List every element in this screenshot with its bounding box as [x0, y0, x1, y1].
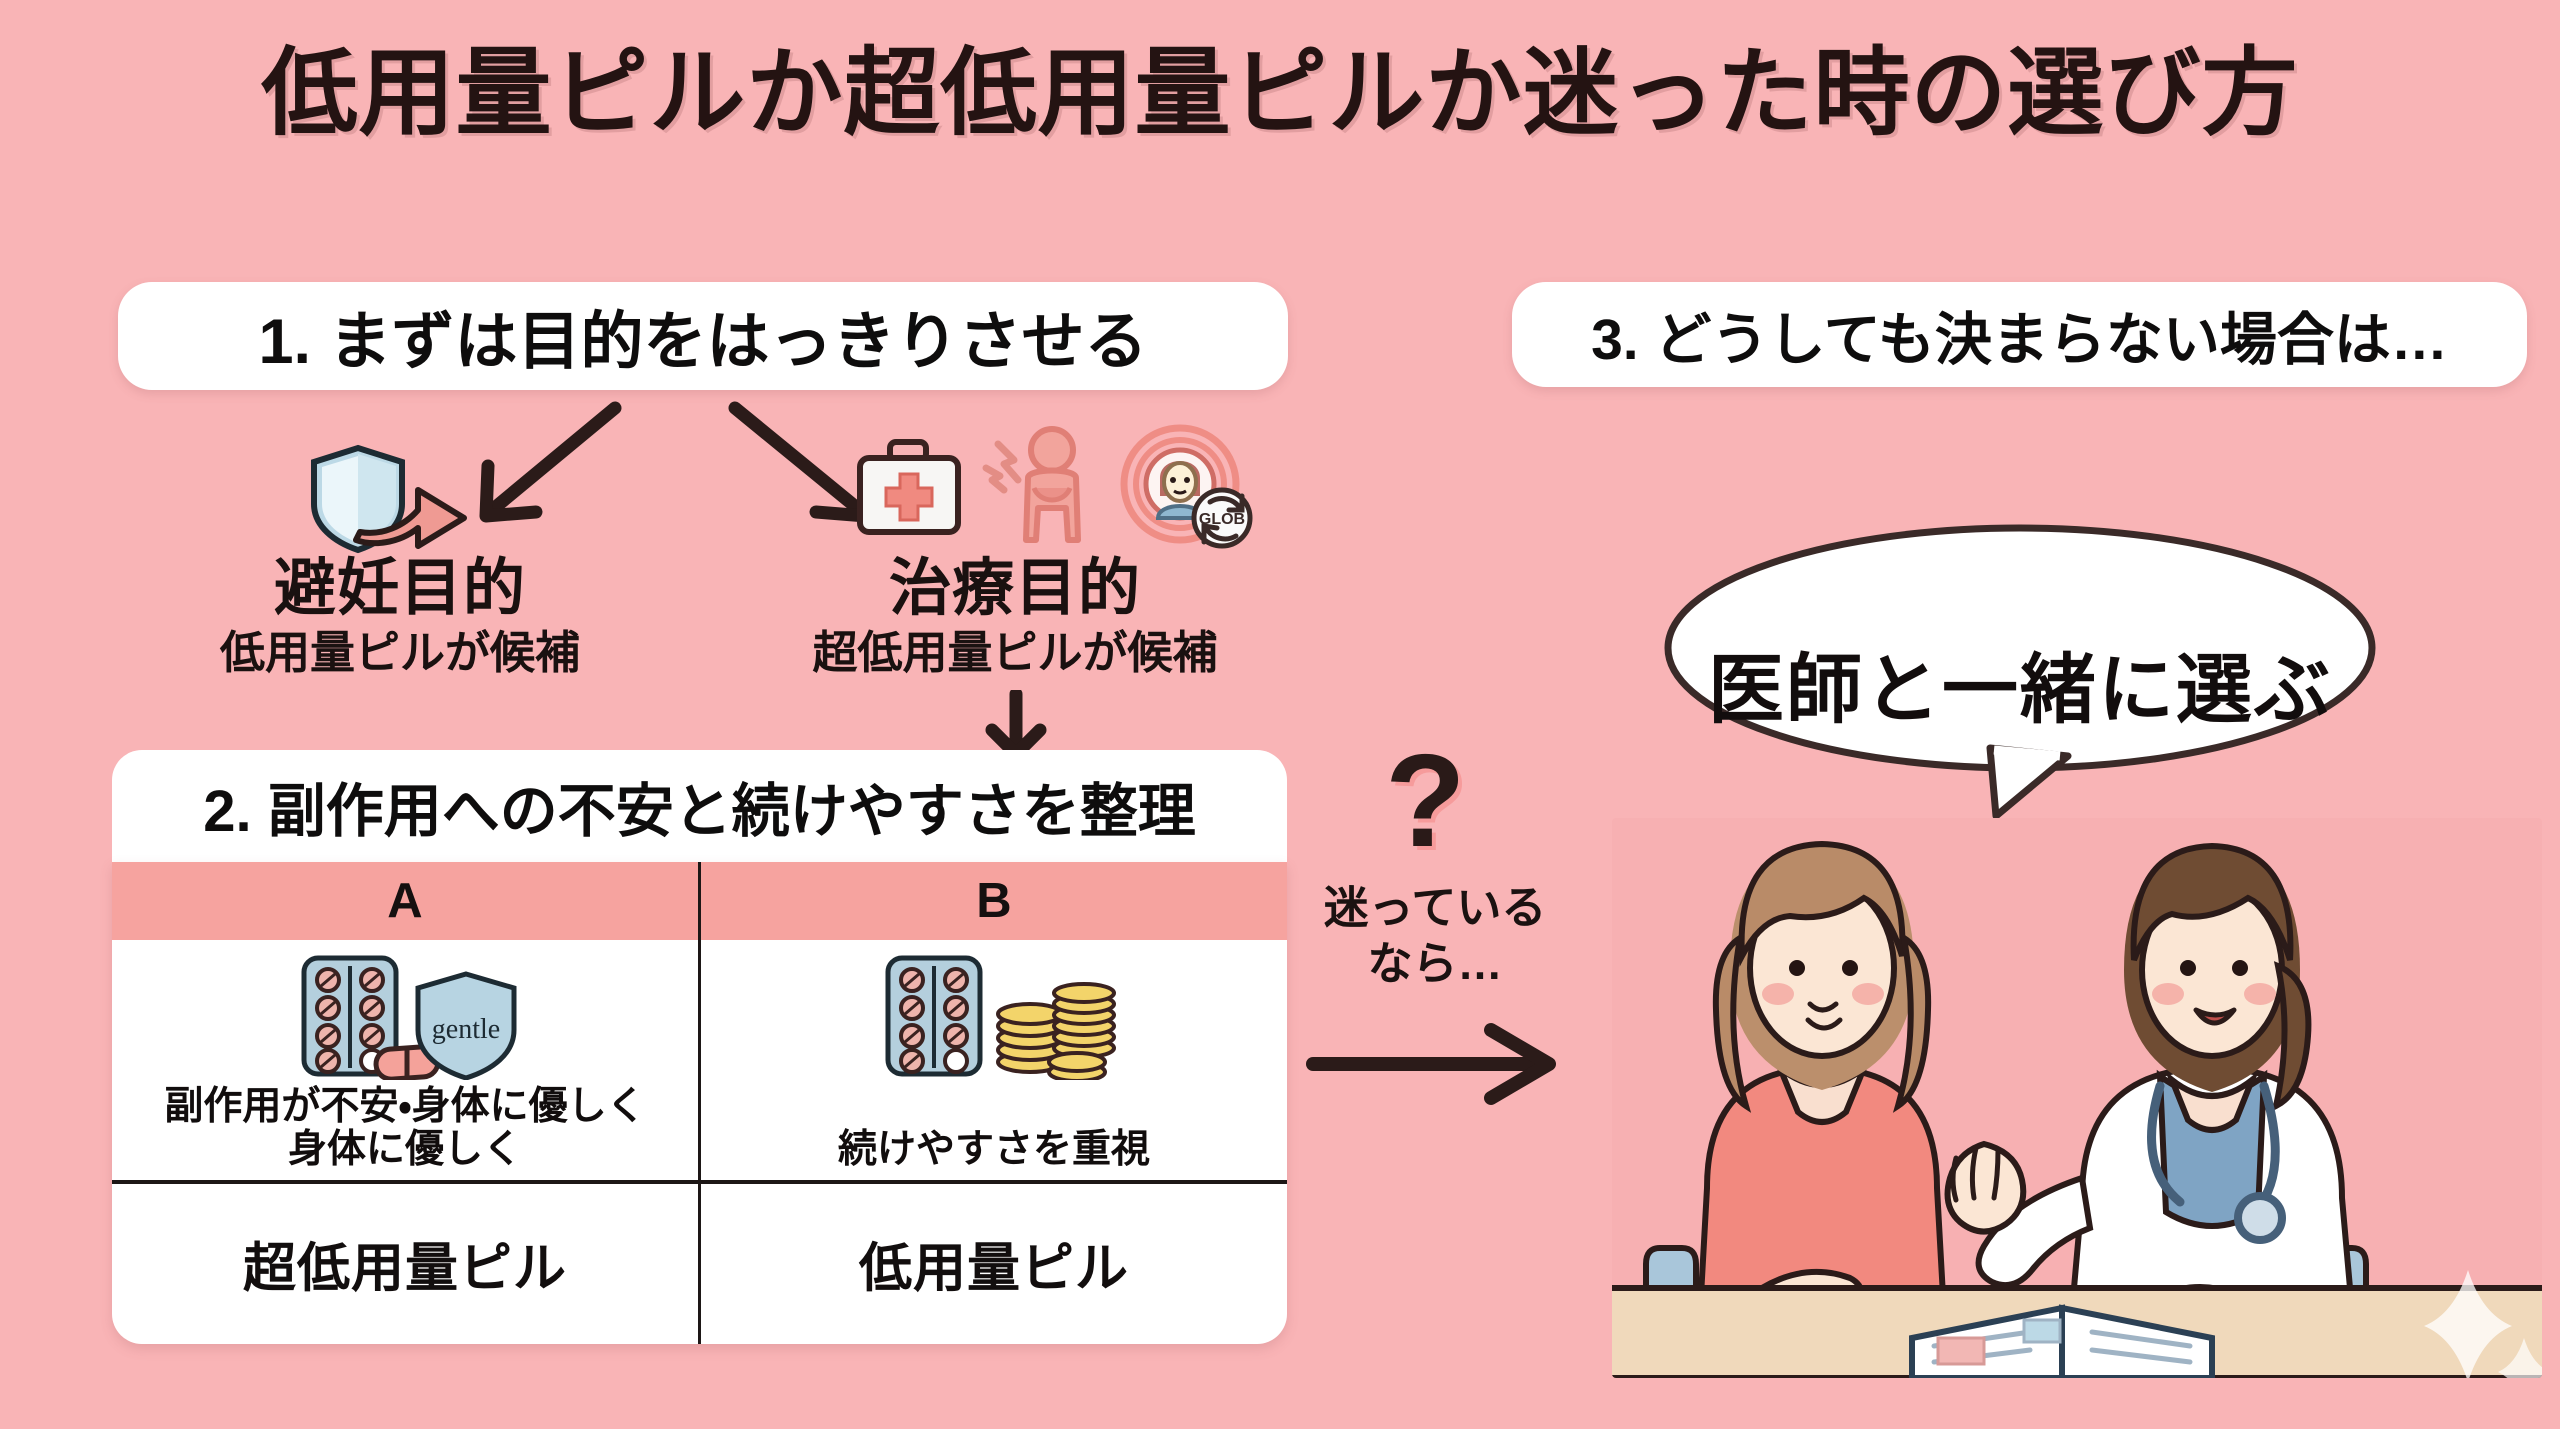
table-header-row: A B [112, 862, 1287, 940]
cycle-icon-label: GLOB [1199, 511, 1245, 528]
cell-a-caption-line2: 身体に優しく [287, 1128, 522, 1172]
speech-bubble: 医師と一緒に選ぶ [1660, 520, 2380, 820]
open-book-icon [1909, 1304, 2215, 1378]
table-cell-a: gentle 副作用が不安・身体に優しく 身体に優しく [112, 940, 698, 1180]
result-a-text: 超低用量ピル [243, 1239, 567, 1298]
step-1-label: 1. まずは目的をはっきりさせる [258, 306, 1148, 377]
cycle-person-icon: GLOB [1120, 424, 1253, 549]
step-1-header: 1. まずは目的をはっきりさせる [118, 282, 1288, 390]
branch-contraception-heading: 避妊目的 [273, 554, 526, 623]
table-row: gentle 副作用が不安・身体に優しく 身体に優しく [112, 940, 1287, 1180]
table-cell-b-result: 低用量ピル [698, 1184, 1287, 1344]
step-3-header: 3. どうしても決まらない場合は… [1512, 282, 2527, 387]
branch-contraception: 避妊目的 低用量ピルが候補 [120, 556, 680, 679]
coin-stack-icon [995, 982, 1116, 1080]
contraception-icon-group [300, 440, 480, 558]
shield-arrow-icon [311, 444, 467, 554]
abdominal-pain-icon [982, 426, 1081, 543]
gentle-shield-icon: gentle [415, 971, 517, 1080]
table-cell-a-result: 超低用量ピル [112, 1184, 698, 1344]
cell-a-caption: 副作用が不安・身体に優しく 身体に優しく [158, 1085, 651, 1180]
table-header-b: B [698, 862, 1287, 940]
treatment-icon-group: GLOB [850, 422, 1254, 550]
sparkle-icon [2424, 1270, 2542, 1378]
transition-caption-line1: 迷っている [1323, 882, 1547, 933]
pill-blister-icon [301, 955, 399, 1077]
branch-treatment-subtext: 超低用量ピルが候補 [812, 627, 1218, 679]
doctor-and-patient-illustration [1612, 818, 2542, 1378]
question-mark-icon: ? [1385, 727, 1466, 874]
transition-caption: 迷っている なら… [1300, 880, 1570, 993]
transition-caption-line2: なら… [1367, 938, 1503, 990]
cell-b-caption-line1: 続けやすさを重視 [837, 1128, 1150, 1172]
page-title: 低用量ピルか超低用量ピルか迷った時の選び方 [261, 40, 2299, 147]
cell-b-caption: 続けやすさを重視 [832, 1128, 1156, 1180]
pill-blister-icon [885, 955, 982, 1077]
first-aid-kit-icon [857, 439, 961, 535]
step-3-label: 3. どうしても決まらない場合は… [1591, 307, 2448, 372]
step-2-header: 2. 副作用への不安と続けやすさを整理 [112, 750, 1287, 862]
result-b-text: 低用量ピル [859, 1239, 1129, 1298]
cell-a-caption-line1: 副作用が不安・身体に優しく [164, 1084, 646, 1128]
table-cell-b: 続けやすさを重視 [698, 940, 1287, 1180]
comparison-table: A B [112, 862, 1287, 1344]
table-row: 超低用量ピル 低用量ピル [112, 1180, 1287, 1344]
right-arrow-icon [1305, 1020, 1575, 1111]
table-header-a: A [387, 874, 423, 928]
cell-a-icon-group: gentle [290, 950, 520, 1082]
gentle-shield-label: gentle [432, 1014, 500, 1045]
branch-contraception-subtext: 低用量ピルが候補 [219, 627, 580, 679]
branch-treatment: 治療目的 超低用量ピルが候補 [730, 556, 1300, 679]
branch-treatment-heading: 治療目的 [888, 554, 1141, 623]
cell-b-icon-group [872, 950, 1117, 1082]
speech-bubble-text: 医師と一緒に選ぶ [1708, 648, 2332, 733]
step-2-label: 2. 副作用への不安と続けやすさを整理 [203, 779, 1196, 844]
